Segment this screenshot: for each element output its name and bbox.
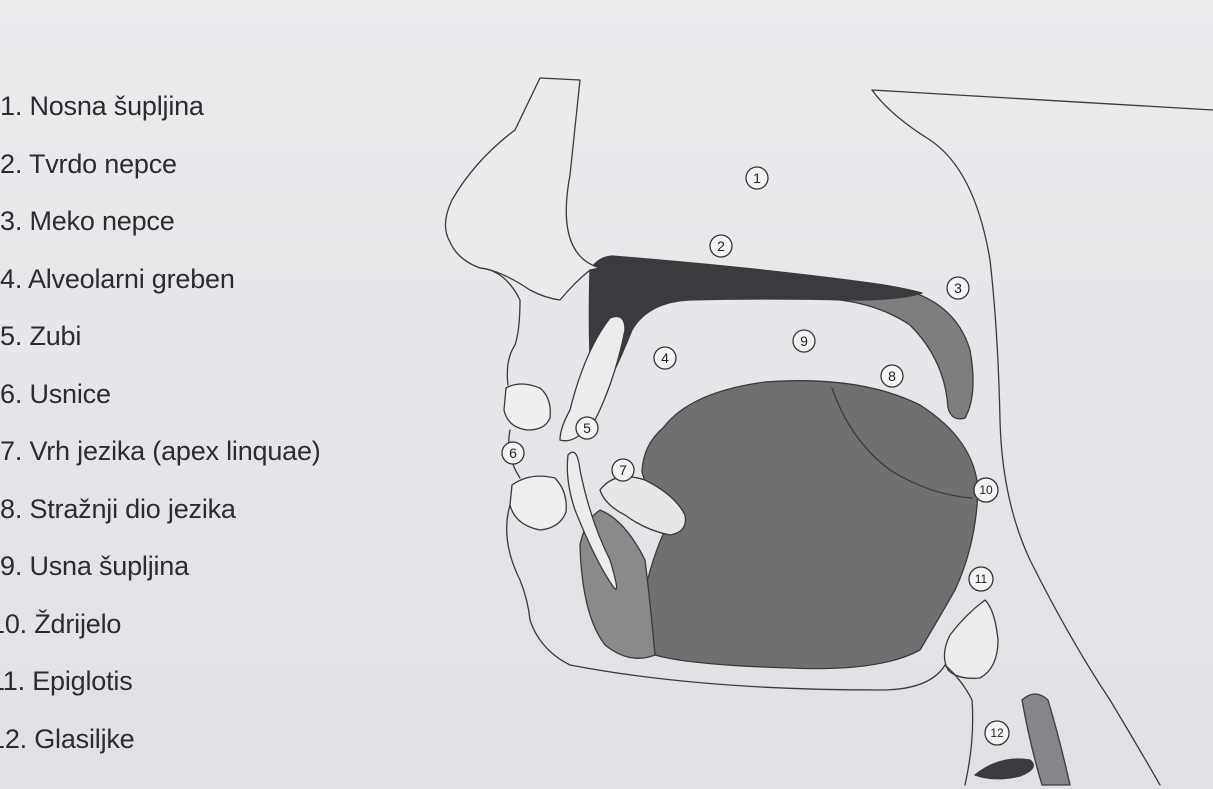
marker-10: 10 <box>974 478 998 502</box>
marker-2-label: 2 <box>717 238 725 254</box>
marker-12: 12 <box>985 721 1009 745</box>
head-top <box>872 90 1213 110</box>
lower-lip <box>510 476 566 530</box>
marker-1-label: 1 <box>753 170 761 186</box>
epiglottis <box>944 600 998 678</box>
marker-10-label: 10 <box>979 483 993 497</box>
upper-lip <box>504 384 550 430</box>
marker-6-label: 6 <box>509 445 517 461</box>
marker-12-label: 12 <box>990 726 1004 740</box>
marker-1: 1 <box>746 167 768 189</box>
face-profile <box>445 78 600 300</box>
larynx-front <box>945 665 973 785</box>
marker-4-label: 4 <box>661 350 669 366</box>
marker-9-label: 9 <box>800 333 808 349</box>
marker-6: 6 <box>502 442 524 464</box>
marker-8-label: 8 <box>888 368 896 384</box>
vocal-folds <box>975 759 1033 779</box>
marker-3: 3 <box>947 277 969 299</box>
tongue <box>642 381 978 669</box>
marker-2: 2 <box>710 235 732 257</box>
marker-5: 5 <box>576 417 598 439</box>
marker-8: 8 <box>881 365 903 387</box>
marker-7: 7 <box>612 459 634 481</box>
marker-9: 9 <box>793 330 815 352</box>
marker-11-label: 11 <box>975 572 988 586</box>
hard-palate <box>589 256 922 395</box>
marker-5-label: 5 <box>583 420 591 436</box>
marker-7-label: 7 <box>619 462 627 478</box>
marker-3-label: 3 <box>954 280 962 296</box>
marker-11: 11 <box>969 567 993 591</box>
marker-4: 4 <box>654 347 676 369</box>
